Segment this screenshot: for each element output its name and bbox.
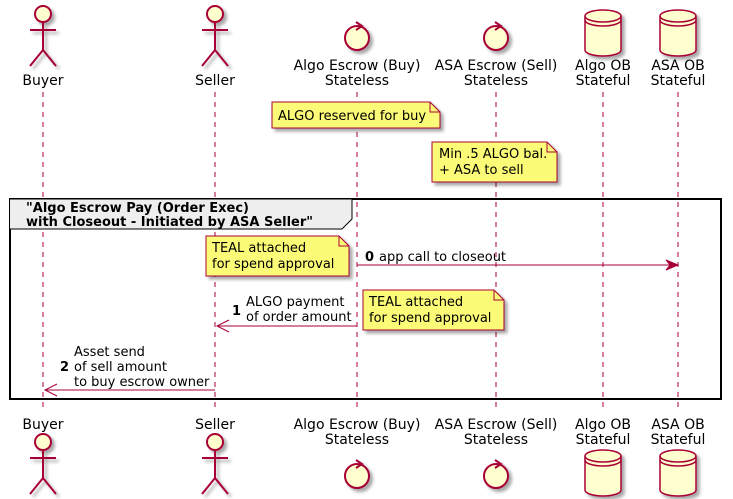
note-min-algo-balance (431, 141, 558, 183)
message-2-line-2: of sell amount (74, 360, 167, 375)
asa_ob-label-bottom-line-2: Stateful (651, 432, 706, 448)
note-algo-reserved-text: ALGO reserved for buy (278, 109, 426, 124)
asa_escrow-label-bottom-line-2: Stateless (464, 432, 528, 448)
note-teal-algo-escrow (205, 235, 350, 277)
message-1-algo-payment (215, 319, 357, 333)
message-0-number: 0 (365, 250, 374, 265)
algo_escrow-label-bottom-line-1: Algo Escrow (Buy) (294, 417, 421, 433)
asa_ob-label-bottom-line-1: ASA OB (651, 417, 704, 433)
algo_ob-label-bottom-line-1: Algo OB (575, 417, 631, 433)
seller-actor-icon-bottom (201, 433, 229, 495)
asa_ob-database-icon-bottom (659, 449, 697, 497)
algo_escrow-label-top-line-1: Algo Escrow (Buy) (294, 58, 421, 74)
note-teal-asa-escrow (362, 289, 505, 331)
group-box (9, 198, 722, 400)
group-tab (10, 198, 353, 230)
algo_escrow-control-icon-bottom (344, 459, 370, 489)
asa_ob-label-top-line-1: ASA OB (651, 58, 704, 74)
buyer-label-top-line-1: Buyer (22, 73, 63, 89)
algo_escrow-control-icon-top (344, 21, 370, 51)
group-title-line-2: with Closeout - Initiated by ASA Seller" (26, 215, 313, 230)
message-2-asset-send (43, 383, 215, 397)
message-2-line-1: Asset send (74, 345, 145, 360)
asa_escrow-control-icon-top (483, 21, 509, 51)
seller-label-top-line-1: Seller (195, 73, 235, 89)
buyer-label-bottom-line-1: Buyer (22, 417, 63, 433)
asa_escrow-control-icon-bottom (483, 459, 509, 489)
message-1-line-1: ALGO payment (246, 295, 344, 310)
algo_ob-label-top-line-1: Algo OB (575, 58, 631, 74)
algo_escrow-label-top-line-2: Stateless (325, 73, 389, 89)
message-2-line-3: to buy escrow owner (74, 375, 210, 390)
note-teal-asa-escrow-line-1: TEAL attached (368, 295, 463, 310)
asa_ob-database-icon-top (659, 9, 697, 57)
seller-label-bottom-line-1: Seller (195, 417, 235, 433)
note-teal-algo-escrow-line-1: TEAL attached (211, 241, 306, 256)
asa_escrow-label-top-line-1: ASA Escrow (Sell) (435, 58, 558, 74)
algo_ob-database-icon-bottom (584, 449, 622, 497)
algo_escrow-label-bottom-line-2: Stateless (325, 432, 389, 448)
asa_ob-label-top-line-2: Stateful (651, 73, 706, 89)
seller-actor-icon-top (201, 5, 229, 67)
algo_ob-database-icon-top (584, 9, 622, 57)
note-min-algo-balance-line-1: Min .5 ALGO bal. (439, 147, 547, 162)
message-1-number: 1 (232, 304, 241, 319)
buyer-actor-icon-top (29, 5, 57, 67)
group-title-line-1: "Algo Escrow Pay (Order Exec) (26, 201, 249, 216)
note-algo-reserved (271, 101, 441, 129)
message-2-number: 2 (60, 360, 69, 375)
message-0-text: app call to closeout (379, 250, 506, 265)
group-frame: "Algo Escrow Pay (Order Exec) with Close… (9, 198, 722, 400)
buyer-actor-icon-bottom (29, 433, 57, 495)
asa_escrow-label-top-line-2: Stateless (464, 73, 528, 89)
message-1-line-2: of order amount (246, 310, 352, 325)
note-min-algo-balance-line-2: + ASA to sell (439, 163, 524, 178)
algo_ob-label-bottom-line-2: Stateful (576, 432, 631, 448)
note-teal-asa-escrow-line-2: for spend approval (369, 311, 491, 326)
asa_escrow-label-bottom-line-1: ASA Escrow (Sell) (435, 417, 558, 433)
message-0-app-call (357, 259, 680, 271)
algo_ob-label-top-line-2: Stateful (576, 73, 631, 89)
note-teal-algo-escrow-line-2: for spend approval (212, 257, 334, 272)
